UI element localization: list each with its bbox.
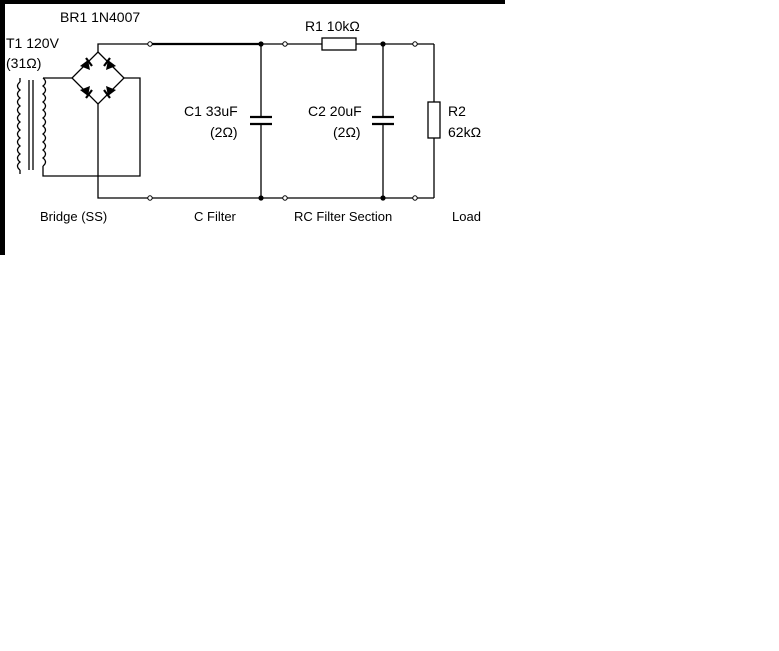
transformer-resistance-label: (31Ω) — [6, 55, 41, 71]
resistor-r1 — [321, 37, 357, 51]
resistor-r2 — [427, 44, 441, 198]
power-supply-schematic: BR1 1N4007 T1 120V (31Ω) R1 10kΩ C1 33uF… — [6, 9, 481, 224]
capacitor-c2 — [372, 44, 394, 198]
top-rail — [147, 37, 434, 51]
frame-top-border — [0, 0, 505, 4]
section-c-filter-label: C Filter — [194, 209, 237, 224]
bridge-rectifier — [71, 43, 150, 199]
diode-1 — [80, 57, 93, 70]
transformer-secondary-coil — [41, 77, 47, 167]
secondary-bottom-lead — [42, 77, 141, 177]
bridge-negative-out — [97, 104, 150, 199]
bottom-rail — [147, 195, 434, 201]
bridge-diamond — [71, 51, 125, 105]
r2-value-label: 62kΩ — [448, 124, 481, 140]
r1-label: R1 10kΩ — [305, 18, 360, 34]
frame-left-border — [0, 0, 5, 255]
capacitor-c1 — [250, 44, 272, 198]
diode-2 — [103, 57, 116, 70]
schematic-frame: BR1 1N4007 T1 120V (31Ω) R1 10kΩ C1 33uF… — [0, 0, 505, 255]
c2-esr-label: (2Ω) — [333, 124, 361, 140]
c2-name-label: C2 20uF — [308, 103, 362, 119]
bridge-positive-out — [97, 43, 150, 52]
transformer-name-label: T1 120V — [6, 35, 60, 51]
section-rc-filter-label: RC Filter Section — [294, 209, 392, 224]
section-bridge-label: Bridge (SS) — [40, 209, 107, 224]
bridge-title-label: BR1 1N4007 — [60, 9, 140, 25]
r2-name-label: R2 — [448, 103, 466, 119]
diode-3 — [80, 86, 93, 99]
transformer-primary-coil — [16, 81, 22, 171]
section-load-label: Load — [452, 209, 481, 224]
diode-4 — [103, 86, 116, 99]
c1-name-label: C1 33uF — [184, 103, 238, 119]
transformer-t1 — [16, 77, 141, 177]
c1-esr-label: (2Ω) — [210, 124, 238, 140]
